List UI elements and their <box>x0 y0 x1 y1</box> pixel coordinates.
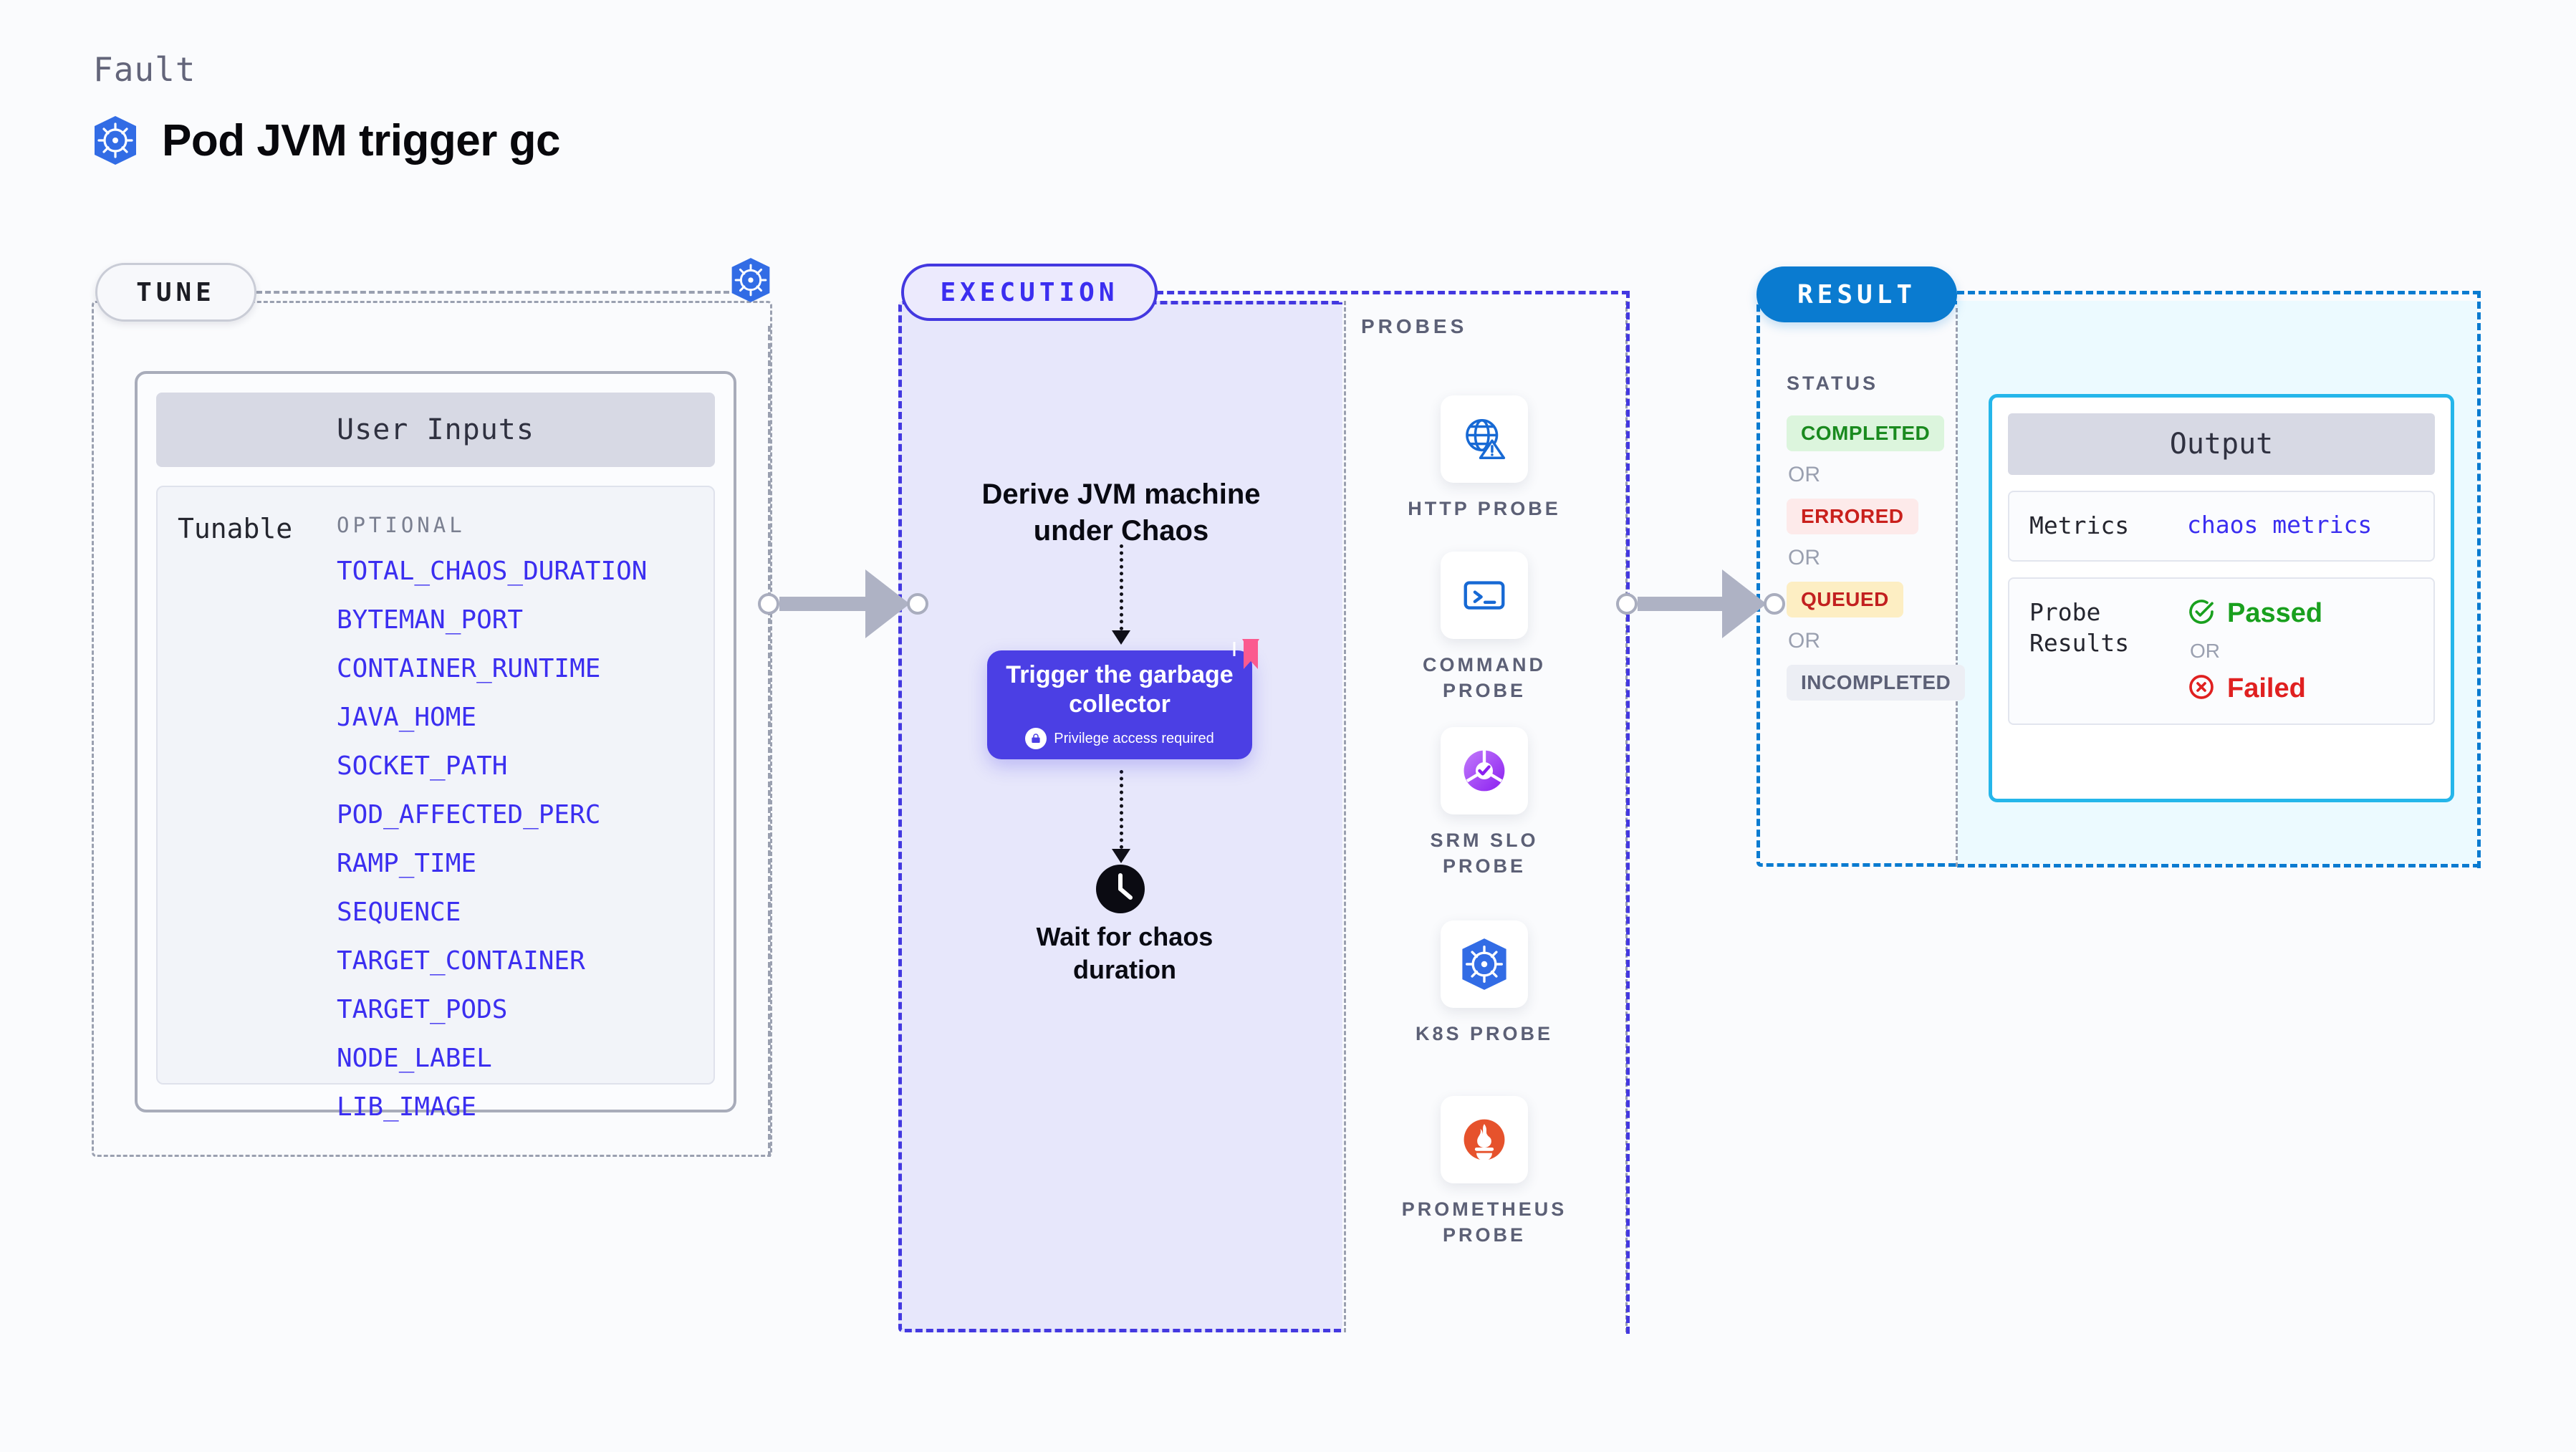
status-label: STATUS <box>1787 372 1878 394</box>
kubernetes-icon <box>92 115 139 166</box>
check-circle-icon <box>2187 597 2216 630</box>
result-right-dash <box>2477 291 2481 868</box>
connector-start-dot <box>758 593 779 615</box>
connector-line <box>779 597 867 611</box>
clock-icon <box>1095 863 1146 918</box>
user-inputs-body: Tunable OPTIONAL TOTAL_CHAOS_DURATION BY… <box>156 486 715 1120</box>
probes-label: PROBES <box>1361 315 1468 337</box>
result-bottom-dash <box>1957 864 2480 867</box>
kubernetes-icon <box>729 256 772 307</box>
user-inputs-title: User Inputs <box>156 393 715 467</box>
tunable-item[interactable]: CONTAINER_RUNTIME <box>337 654 601 683</box>
probe-label: SRM SLO PROBE <box>1430 830 1539 878</box>
execution-step-derive: Derive JVM machine under Chaos <box>981 479 1261 547</box>
tunable-item[interactable]: JAVA_HOME <box>337 703 477 732</box>
status-badge: ERRORED <box>1787 499 1918 534</box>
status-badge: COMPLETED <box>1787 415 1945 451</box>
or-separator: OR <box>1788 629 1820 653</box>
tune-pill[interactable]: TUNE <box>95 263 256 322</box>
probe-results-key: Probe Results <box>2029 597 2130 657</box>
tune-dash-connector <box>256 291 729 294</box>
execution-action-card[interactable]: Trigger the garbage collector Privilege … <box>987 650 1252 759</box>
result-pill[interactable]: RESULT <box>1756 266 1957 322</box>
status-badge: INCOMPLETED <box>1787 665 1966 701</box>
optional-label: OPTIONAL <box>337 513 466 537</box>
flow-arrow-down <box>1112 770 1130 863</box>
output-probe-results-row: Probe Results Passed OR <box>2008 577 2435 725</box>
connector-line <box>1638 597 1724 611</box>
passed-label: Passed <box>2227 597 2323 628</box>
connector-end-dot <box>1764 593 1785 615</box>
tunable-list: OPTIONAL TOTAL_CHAOS_DURATION BYTEMAN_PO… <box>337 513 713 1120</box>
user-inputs-card: User Inputs Tunable OPTIONAL TOTAL_CHAOS… <box>135 371 736 1120</box>
tunable-item[interactable]: NODE_LABEL <box>337 1044 492 1073</box>
page-eyebrow: Fault <box>93 50 196 89</box>
probe-result-failed: Failed <box>2187 673 2322 705</box>
page-title-row: Pod JVM trigger gc <box>92 115 560 166</box>
probe-label: PROMETHEUS PROBE <box>1401 1198 1567 1246</box>
tune-section <box>92 301 772 1157</box>
action-card-note: Privilege access required <box>1025 728 1214 750</box>
connector-execution-to-result <box>1616 569 1785 638</box>
slo-donut-check-icon <box>1441 727 1528 814</box>
failed-label: Failed <box>2227 673 2306 703</box>
tunable-item[interactable]: SEQUENCE <box>337 898 461 927</box>
or-separator: OR <box>1788 463 1820 486</box>
probe-result-passed: Passed <box>2187 597 2322 630</box>
tune-vertical-dash <box>768 326 771 1157</box>
execution-step-wait: Wait for chaos duration <box>1036 922 1213 985</box>
globe-warning-icon <box>1441 395 1528 483</box>
probe-http[interactable]: HTTP PROBE <box>1391 395 1577 521</box>
status-list: COMPLETED OR ERRORED OR QUEUED OR INCOMP… <box>1787 415 1966 701</box>
tunable-item[interactable]: RAMP_TIME <box>337 849 477 878</box>
probe-label: COMMAND PROBE <box>1423 654 1546 702</box>
flow-arrow-down <box>1112 544 1130 645</box>
page-title: Pod JVM trigger gc <box>162 115 560 165</box>
tunable-row-label: Tunable <box>178 513 293 544</box>
status-badge: QUEUED <box>1787 582 1903 617</box>
result-top-dash <box>1957 291 2480 294</box>
connector-arrowhead <box>865 569 910 638</box>
connector-arrowhead <box>1722 569 1767 638</box>
connector-end-dot <box>907 593 928 615</box>
probe-label: K8S PROBE <box>1415 1023 1554 1044</box>
probe-srm-slo[interactable]: SRM SLO PROBE <box>1391 727 1577 880</box>
tunable-item[interactable]: LIB_IMAGE <box>337 1092 477 1122</box>
tunable-item[interactable]: SOCKET_PATH <box>337 751 508 781</box>
probe-results-values: Passed OR Failed <box>2187 597 2322 705</box>
tunable-item[interactable]: TARGET_PODS <box>337 995 508 1024</box>
kubernetes-icon <box>1441 920 1528 1008</box>
result-inner-divider <box>1956 308 1958 867</box>
lock-icon <box>1025 728 1047 750</box>
or-separator: OR <box>2190 639 2220 662</box>
probe-command[interactable]: COMMAND PROBE <box>1391 552 1577 704</box>
or-separator: OR <box>1788 546 1820 569</box>
execution-right-dash <box>1626 291 1630 1334</box>
tunable-item[interactable]: TOTAL_CHAOS_DURATION <box>337 557 648 586</box>
probe-label: HTTP PROBE <box>1408 498 1561 519</box>
execution-top-dash <box>1156 291 1629 294</box>
tunable-item[interactable]: TARGET_CONTAINER <box>337 946 585 976</box>
metrics-key: Metrics <box>2029 511 2130 539</box>
probe-k8s[interactable]: K8S PROBE <box>1391 920 1577 1047</box>
litmus-chaos-icon <box>1225 638 1261 674</box>
metrics-value[interactable]: chaos metrics <box>2187 511 2373 539</box>
terminal-icon <box>1441 552 1528 639</box>
output-metrics-row: Metrics chaos metrics <box>2008 491 2435 562</box>
x-circle-icon <box>2187 673 2216 705</box>
prometheus-icon <box>1441 1096 1528 1183</box>
tunable-item[interactable]: BYTEMAN_PORT <box>337 605 524 635</box>
action-card-title: Trigger the garbage collector <box>1006 660 1234 718</box>
action-card-note-text: Privilege access required <box>1054 730 1214 746</box>
output-title: Output <box>2008 413 2435 475</box>
output-card: Output Metrics chaos metrics Probe Resul… <box>1989 394 2454 802</box>
execution-pill[interactable]: EXECUTION <box>901 264 1158 321</box>
connector-tune-to-execution <box>758 569 928 638</box>
tunable-item[interactable]: POD_AFFECTED_PERC <box>337 800 601 830</box>
connector-start-dot <box>1616 593 1638 615</box>
probe-prometheus[interactable]: PROMETHEUS PROBE <box>1391 1096 1577 1249</box>
